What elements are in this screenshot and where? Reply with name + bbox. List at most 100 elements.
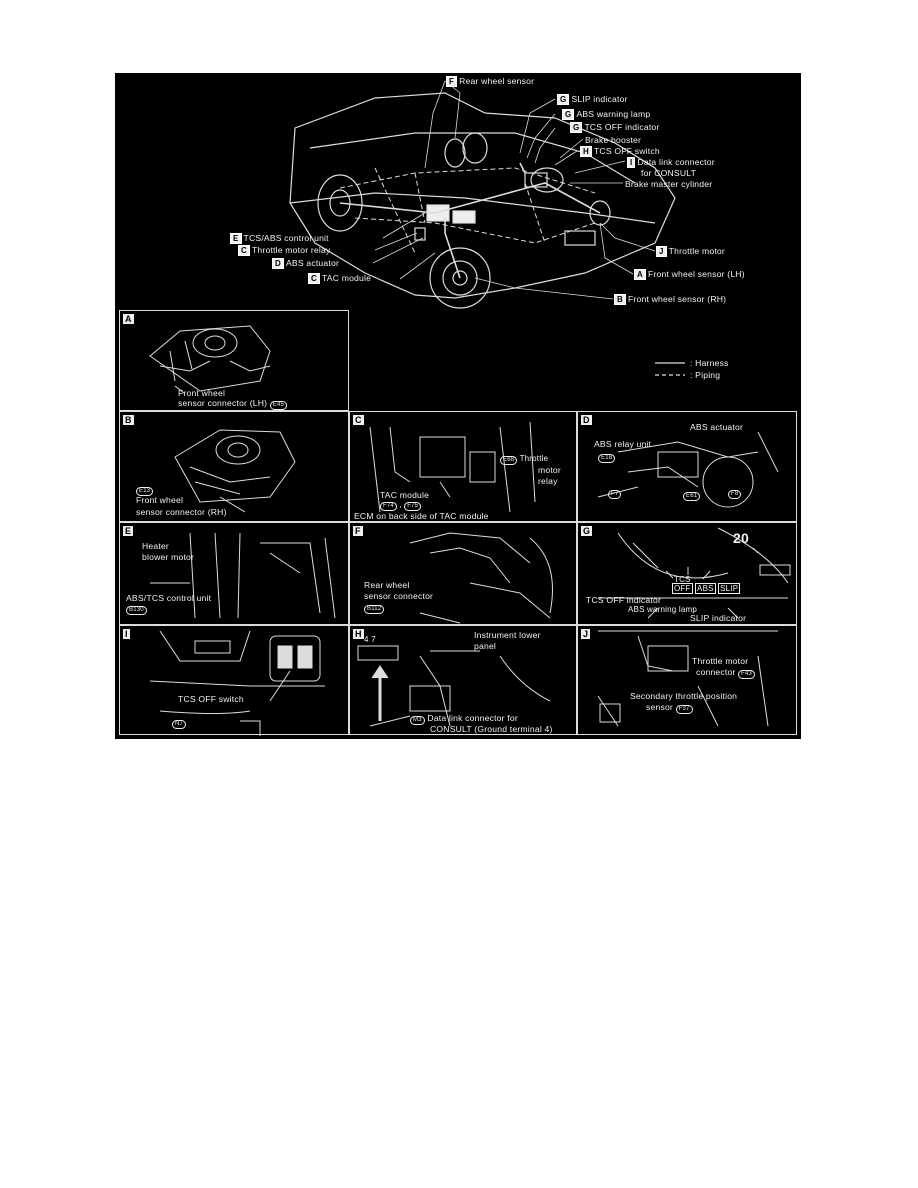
panel-e-heater1: Heater (142, 541, 169, 551)
indicator-off: OFF (672, 583, 693, 594)
panel-f-drawing (409, 532, 553, 624)
panel-j-tm1: Throttle motor (692, 656, 749, 666)
connector-code: F43 (738, 670, 756, 679)
connector-code: F74 (380, 502, 397, 511)
panel-c-codes: F74 , F75 (380, 500, 422, 511)
panel-f: F Rear wheel sensor connector B112 (349, 522, 577, 625)
label-text: ABS warning lamp (576, 109, 651, 119)
label-text: sensor connector (LH) (178, 398, 268, 408)
legend-harness: : Harness (690, 358, 729, 368)
connector-code: B112 (364, 605, 385, 614)
panel-d-letter: D (581, 415, 592, 425)
label-text: ABS actuator (285, 258, 340, 268)
panel-f-code-wrap: B112 (364, 603, 385, 614)
panel-h: H 4 7 Instrument lower panel M3 Data lin… (349, 625, 577, 735)
panel-b-code-wrap: E13 (136, 485, 154, 496)
panel-g-tcs-off-ind: TCS OFF indicator (586, 595, 662, 605)
badge-j: J (656, 246, 667, 257)
panel-c-relay3: relay (538, 476, 558, 486)
panel-g-letter: G (581, 526, 593, 536)
connector-code: N7 (172, 720, 187, 729)
panel-h-pin: 4 7 (364, 635, 376, 644)
panel-g-tcs: TCS (674, 575, 691, 584)
label-text: connector (696, 667, 736, 677)
badge-g: G (562, 109, 575, 120)
panel-d-code2-wrap: F7 (608, 488, 622, 499)
panel-a-letter: A (123, 314, 134, 324)
panel-g-slip-ind: SLIP indicator (690, 613, 747, 623)
panel-b-line2: sensor connector (RH) (136, 507, 227, 517)
legend-lines (655, 362, 685, 376)
badge-g: G (557, 94, 570, 105)
panel-g-speed: 20 (733, 530, 749, 546)
panel-i-letter: I (123, 629, 130, 639)
panel-e-control: ABS/TCS control unit (126, 593, 212, 603)
connector-code: E18 (598, 454, 616, 463)
connector-code: F75 (404, 502, 422, 511)
connector-code: E45 (269, 401, 288, 410)
panel-e: E Heater blower motor ABS/TCS control un… (119, 522, 349, 625)
panel-e-code-wrap: B130 (126, 604, 147, 615)
badge-a: A (634, 269, 646, 280)
indicator-slip: SLIP (718, 583, 741, 594)
panel-h-dlc2: CONSULT (Ground terminal 4) (430, 724, 553, 734)
panel-e-drawing (150, 532, 336, 619)
panel-c-relay2: motor (538, 465, 561, 475)
connector-code: B130 (126, 606, 147, 615)
label-text: TCS OFF switch (593, 146, 660, 156)
label-for-consult: for CONSULT (641, 168, 697, 178)
panel-h-drawing (357, 645, 551, 727)
connector-code: E13 (136, 487, 154, 496)
panel-j-letter: J (581, 629, 591, 639)
panel-h-panel1: Instrument lower (474, 630, 541, 640)
panel-f-line1: Rear wheel (364, 580, 410, 590)
panel-a-line1: Front wheel (178, 388, 226, 398)
label-brake-master-cylinder: Brake master cylinder (625, 179, 713, 189)
label-text: TCS OFF indicator (584, 122, 660, 132)
label-text: Data link connector (637, 157, 715, 167)
panel-i-code-wrap: N7 (172, 718, 187, 729)
panel-c-relay-code: E68 Throttle (500, 454, 548, 465)
label-text: Throttle (519, 454, 549, 463)
label-text: SLIP indicator (571, 94, 628, 104)
badge-d: D (272, 258, 284, 269)
label-text: Rear wheel sensor (459, 76, 535, 86)
label-text: Front wheel sensor (RH) (627, 294, 727, 304)
panel-c-letter: C (353, 415, 364, 425)
panel-d-drawing (597, 431, 779, 508)
panel-b-letter: B (123, 415, 134, 425)
label-text: Throttle motor relay (251, 245, 331, 255)
panel-d-code1-wrap: E18 (598, 452, 616, 463)
panel-e-heater2: blower motor (142, 552, 195, 562)
connector-code: F8 (728, 490, 742, 499)
panel-d-code4-wrap: F8 (728, 488, 742, 499)
panel-g-abs-lamp: ABS warning lamp (628, 605, 698, 614)
panel-j-tm2: connector F43 (696, 667, 756, 679)
label-text: TAC module (321, 273, 372, 283)
label-brake-booster: Brake booster (585, 135, 642, 145)
badge-b: B (614, 294, 626, 305)
panel-c: C E68 Throttle motor relay TAC module F7… (349, 411, 577, 522)
panel-i: I TCS OFF switch N7 (119, 625, 349, 736)
badge-c: C (308, 273, 320, 284)
badge-g: G (570, 122, 583, 133)
badge-c: C (238, 245, 250, 256)
label-text: Data link connector for (427, 713, 518, 723)
badge-f: F (446, 76, 458, 87)
panel-j-drawing (597, 630, 778, 727)
panel-g-indicators: OFF ABS SLIP (672, 583, 741, 594)
panel-b-drawing (174, 429, 296, 513)
connector-code: E61 (683, 492, 701, 501)
panel-h-dlc1: M3 Data link connector for (410, 713, 518, 725)
panel-a-line2: sensor connector (LH) E45 (178, 398, 288, 410)
indicator-abs: ABS (695, 583, 716, 594)
